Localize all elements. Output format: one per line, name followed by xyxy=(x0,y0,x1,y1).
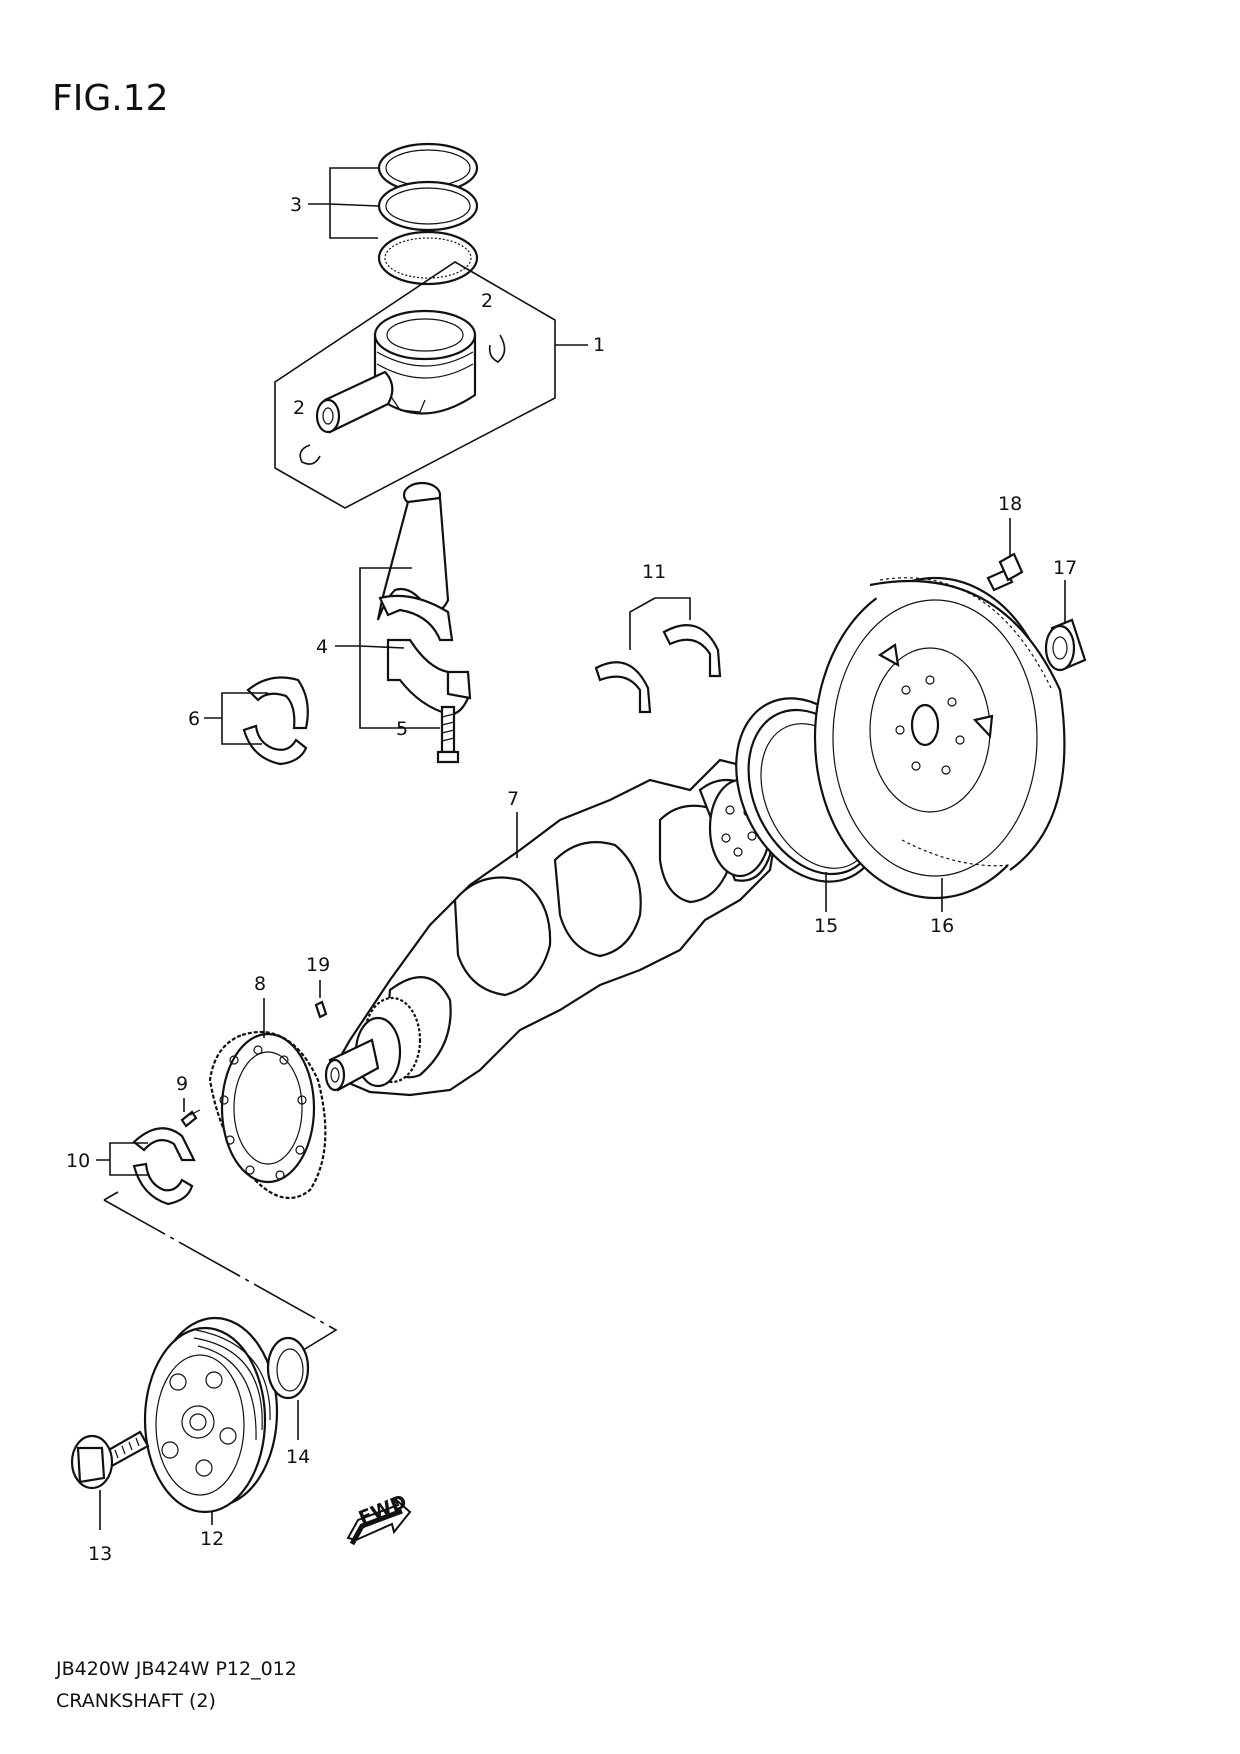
flywheel[interactable] xyxy=(813,576,1066,900)
piston[interactable] xyxy=(373,309,477,415)
callout-3-bracket xyxy=(308,167,379,239)
woodruff-key[interactable] xyxy=(314,1000,328,1019)
crankpin-bearing-upper[interactable] xyxy=(246,676,309,730)
piston-pin[interactable] xyxy=(315,370,394,434)
callout-3: 3 xyxy=(290,194,302,216)
crankpin-bearing-lower[interactable] xyxy=(242,724,308,766)
callout-10: 10 xyxy=(66,1150,90,1172)
pulley-bolt[interactable] xyxy=(70,1430,150,1490)
callout-15: 15 xyxy=(814,915,838,937)
piston-rings[interactable] xyxy=(377,142,479,286)
main-bearing-lower[interactable] xyxy=(132,1162,194,1206)
callout-4-5-bracket xyxy=(335,567,440,729)
callout-16: 16 xyxy=(930,915,954,937)
callout-14: 14 xyxy=(286,1446,310,1468)
callout-11-bracket xyxy=(629,597,691,650)
callout-8: 8 xyxy=(254,973,266,995)
main-bearing-upper[interactable] xyxy=(132,1127,196,1162)
crank-timing-plate[interactable] xyxy=(208,1030,327,1200)
thrust-washer-right[interactable] xyxy=(662,624,722,678)
thrust-washer-left[interactable] xyxy=(594,661,652,714)
rod-bolt[interactable] xyxy=(436,705,460,764)
pulley-guide-line xyxy=(103,1191,338,1353)
circlip-right[interactable] xyxy=(488,334,506,363)
fwd-arrow-icon: FWD xyxy=(346,1491,412,1546)
callout-2-lower: 2 xyxy=(293,397,305,419)
callout-5: 5 xyxy=(396,718,408,740)
flywheel-bolt[interactable] xyxy=(986,552,1024,592)
section-name: CRANKSHAFT (2) xyxy=(56,1690,216,1712)
callout-19: 19 xyxy=(306,954,330,976)
plate-screw[interactable] xyxy=(180,1109,201,1128)
callout-2-upper: 2 xyxy=(481,290,493,312)
callout-12: 12 xyxy=(200,1528,224,1550)
callout-6: 6 xyxy=(188,708,200,730)
pilot-bearing[interactable] xyxy=(1044,618,1087,672)
connecting-rod[interactable] xyxy=(376,481,454,642)
callout-13: 13 xyxy=(88,1543,112,1565)
callout-1: 1 xyxy=(593,334,605,356)
callout-9: 9 xyxy=(176,1073,188,1095)
callout-4: 4 xyxy=(316,636,328,658)
callout-7: 7 xyxy=(507,788,519,810)
callout-6-bracket xyxy=(204,692,268,745)
figure-title: FIG.12 xyxy=(52,78,169,119)
connecting-rod-cap[interactable] xyxy=(386,638,472,716)
callout-18: 18 xyxy=(998,493,1022,515)
crankshaft[interactable] xyxy=(324,758,782,1097)
callout-10-bracket xyxy=(96,1142,148,1176)
callout-11: 11 xyxy=(642,561,666,583)
front-oil-seal[interactable] xyxy=(266,1336,310,1400)
circlip-left[interactable] xyxy=(299,444,321,465)
model-code: JB420W JB424W P12_012 xyxy=(56,1658,297,1680)
crank-pulley[interactable] xyxy=(143,1316,279,1514)
piston-set-outline xyxy=(274,261,588,509)
callout-17: 17 xyxy=(1053,557,1077,579)
